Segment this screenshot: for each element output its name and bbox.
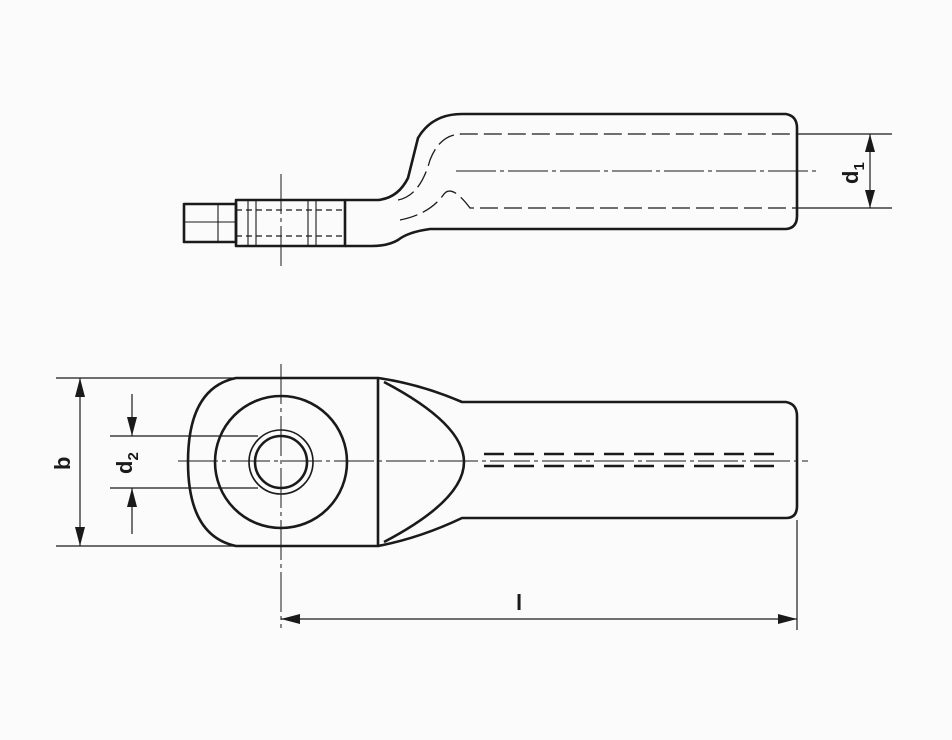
l-arrow-right [778, 614, 797, 624]
b-label: b [50, 457, 75, 470]
d1-arrow-bottom [865, 190, 875, 208]
d2-arrow-top [127, 417, 137, 436]
side-view-barrel-outline [345, 112, 799, 248]
b-arrow-top [75, 378, 85, 397]
d2-label-main: d [112, 461, 137, 474]
side-view-palm-plate [234, 198, 347, 248]
d1-label-sub: 1 [851, 162, 868, 170]
l-arrow-left [281, 614, 300, 624]
d2-label-sub: 2 [125, 452, 142, 460]
d2-arrow-bottom [127, 488, 137, 507]
top-view-barrel-outline [377, 376, 799, 548]
side-view-bore-top [397, 133, 797, 201]
top-view-palm-outline [186, 376, 380, 548]
d1-label-main: d [838, 171, 863, 184]
b-arrow-bottom [75, 527, 85, 546]
d2-label: d2 [112, 452, 142, 474]
top-view-taper-curve [383, 380, 466, 544]
side-view-bore-bottom [399, 190, 797, 221]
d1-label: d1 [838, 162, 868, 184]
d1-arrow-top [865, 134, 875, 152]
side-view: d1 [182, 112, 892, 266]
l-label: l [516, 590, 522, 615]
top-view: b d2 l [50, 364, 808, 630]
side-view-palm [182, 202, 238, 244]
